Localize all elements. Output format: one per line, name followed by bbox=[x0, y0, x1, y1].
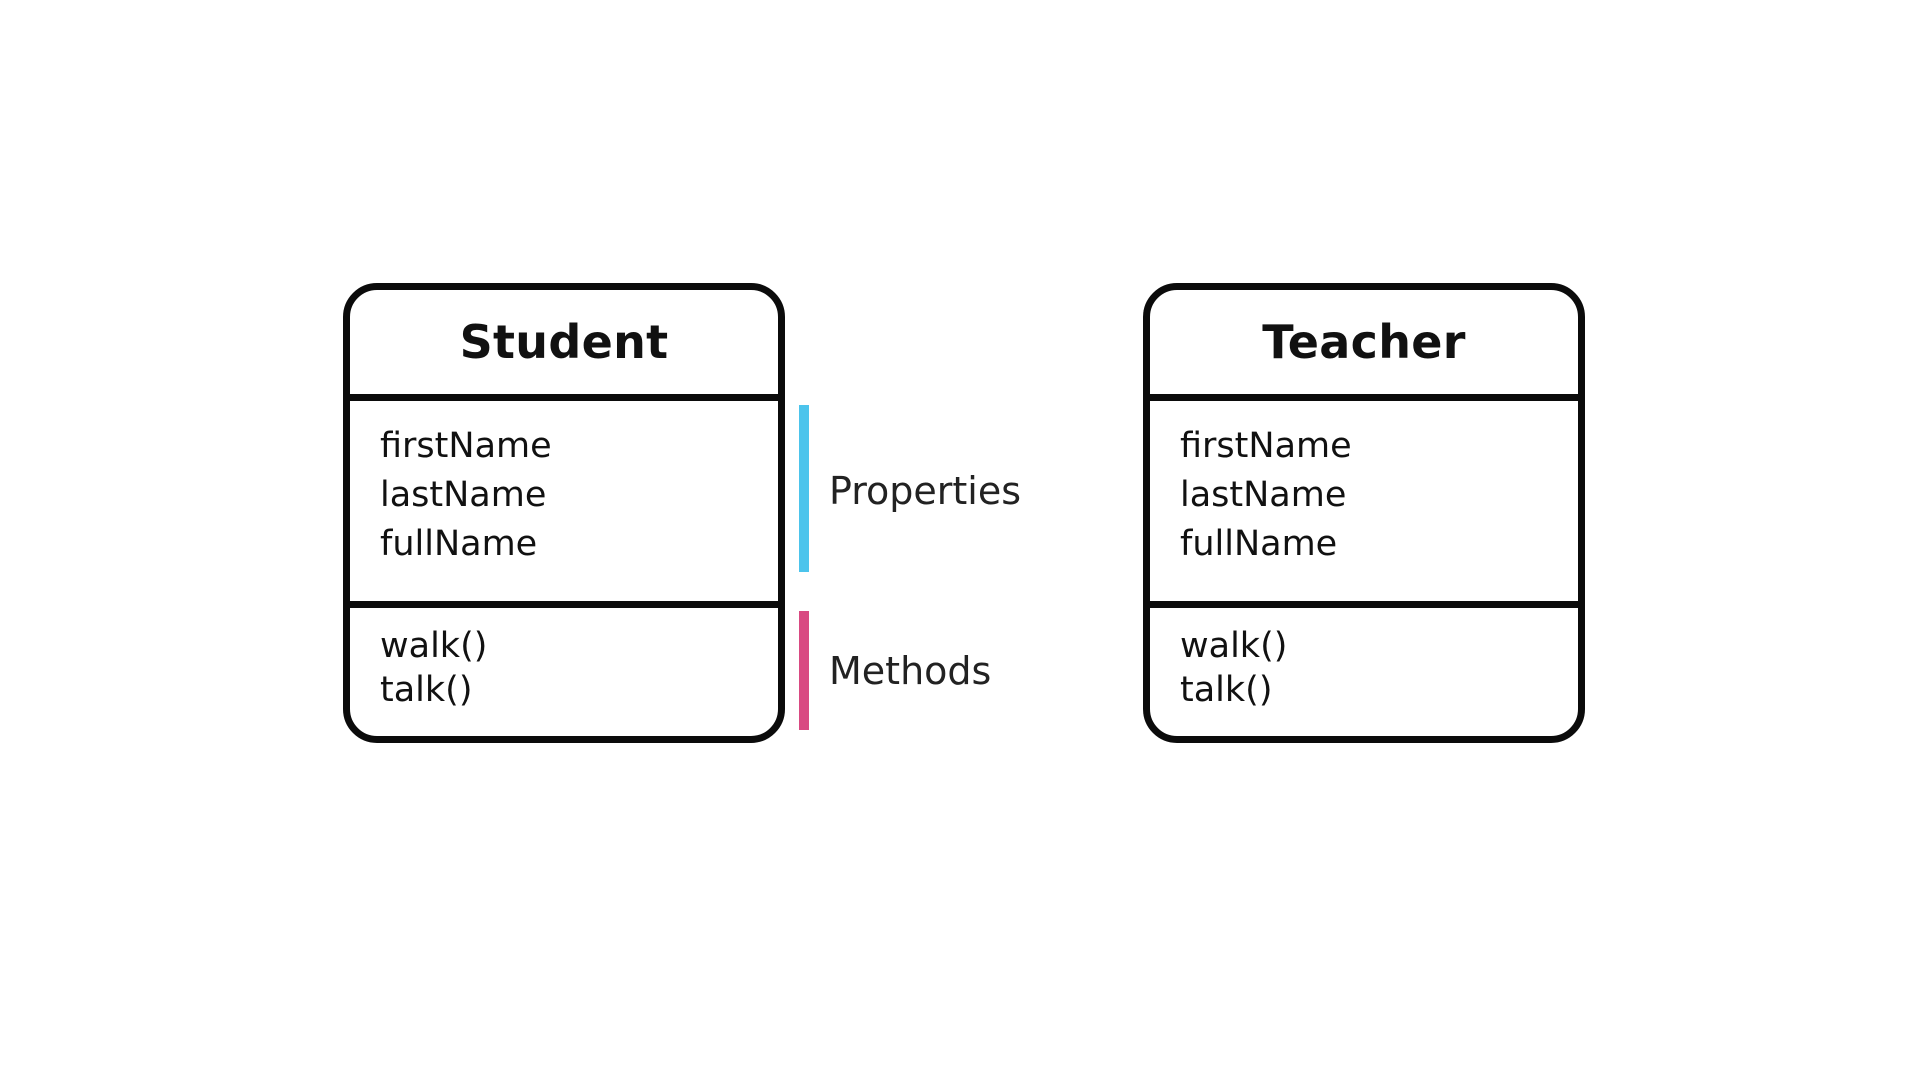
teacher-property-item: firstName bbox=[1180, 426, 1352, 466]
teacher-methods-list: walk() talk() bbox=[1180, 624, 1287, 712]
student-method-item: walk() bbox=[380, 626, 488, 666]
methods-label: Methods bbox=[829, 649, 992, 693]
student-property-item: firstName bbox=[380, 426, 552, 466]
teacher-section-divider bbox=[1150, 601, 1578, 608]
student-class-title: Student bbox=[459, 315, 669, 369]
teacher-class-box: Teacher firstName lastName fullName walk… bbox=[1143, 283, 1585, 743]
teacher-property-item: lastName bbox=[1180, 475, 1347, 515]
properties-label: Properties bbox=[829, 469, 1022, 513]
methods-indicator-bar bbox=[799, 611, 809, 730]
teacher-method-item: talk() bbox=[1180, 670, 1273, 710]
student-properties-list: firstName lastName fullName bbox=[380, 422, 552, 569]
teacher-header-divider bbox=[1150, 394, 1578, 401]
student-class-box: Student firstName lastName fullName walk… bbox=[343, 283, 785, 743]
student-property-item: lastName bbox=[380, 475, 547, 515]
student-method-item: talk() bbox=[380, 670, 473, 710]
teacher-class-title: Teacher bbox=[1262, 315, 1466, 369]
teacher-property-item: fullName bbox=[1180, 524, 1338, 564]
student-header-divider bbox=[350, 394, 778, 401]
student-section-divider bbox=[350, 601, 778, 608]
student-property-item: fullName bbox=[380, 524, 538, 564]
properties-indicator-bar bbox=[799, 405, 809, 572]
teacher-method-item: walk() bbox=[1180, 626, 1288, 666]
student-methods-list: walk() talk() bbox=[380, 624, 487, 712]
teacher-properties-list: firstName lastName fullName bbox=[1180, 422, 1352, 569]
